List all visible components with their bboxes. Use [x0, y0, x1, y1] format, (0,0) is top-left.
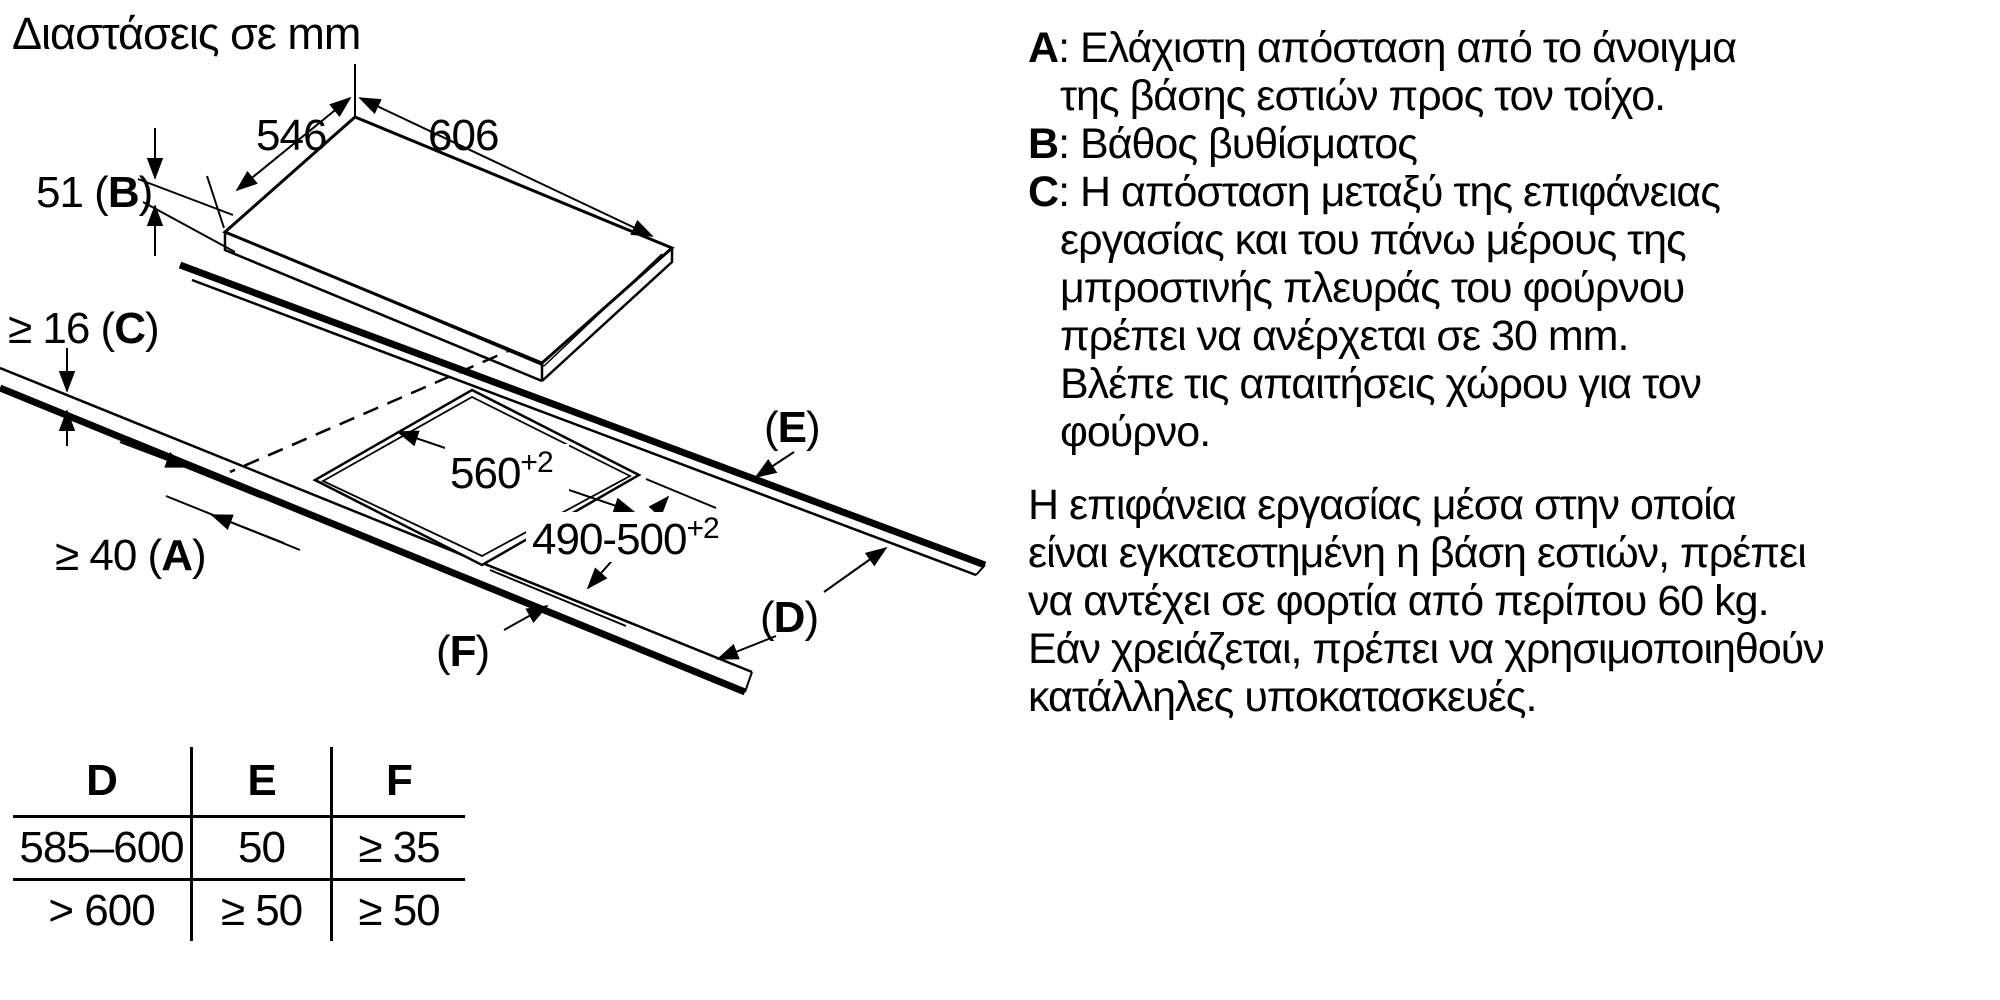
table-cell: 50 [190, 815, 330, 878]
paragraph-line: να αντέχει σε φορτία από περίπου 60 kg. [1028, 577, 1770, 625]
wall-dashed-line [229, 333, 546, 474]
legend-line: C: Η απόσταση μεταξύ της επιφάνειας [1028, 168, 1721, 216]
legend-entry-C: C: Η απόσταση μεταξύ της επιφάνειας εργα… [1028, 168, 1978, 456]
callout-F-label: (F) [436, 627, 489, 676]
legend-entry-A: A: Ελάχιστη απόσταση από το άνοιγμα της … [1028, 24, 1978, 120]
legend-line: εργασίας και του πάνω μέρους της [1060, 216, 1687, 264]
page-title: Διαστάσεις σε mm [12, 8, 361, 59]
dim-606-label: 606 [428, 111, 498, 160]
table-cell: 585–600 [13, 815, 190, 878]
callout-E-label: (E) [764, 403, 820, 452]
paragraph-line: Εάν χρειάζεται, πρέπει να χρησιμοποιηθού… [1028, 625, 1825, 673]
table-cell: > 600 [13, 878, 190, 941]
table-cell: ≥ 35 [330, 815, 465, 878]
dim-606-line [358, 97, 654, 237]
table-cell: ≥ 50 [190, 878, 330, 941]
dim-51B [137, 128, 236, 256]
dim-490-label: 490-500+2 [532, 512, 719, 564]
worktop-load-paragraph: Η επιφάνεια εργασίας μέσα στην οποία είν… [1028, 481, 1978, 721]
dim-560-label: 560+2 [450, 446, 553, 498]
paragraph-line: Η επιφάνεια εργασίας μέσα στην οποία [1028, 481, 1737, 529]
dim-560-mask [445, 444, 569, 494]
callout-F-leader [503, 605, 549, 631]
table-cell: ≥ 50 [330, 878, 465, 941]
dim-16C-label: ≥ 16 (C) [8, 304, 159, 353]
callout-E-leader [754, 451, 795, 479]
legend-line: B: Βάθος βυθίσματος [1028, 120, 1418, 168]
table-header-F: F [330, 747, 465, 815]
worktop-edges [0, 261, 987, 696]
installation-drawing: 546 606 51 (B) ≥ 16 (C) ≥ 40 (A) 56 [0, 64, 987, 696]
legend-line: μπροστινής πλευράς του φούρνου [1060, 264, 1685, 312]
legend-entry-B: B: Βάθος βυθίσματος [1028, 120, 1978, 168]
dim-51B-label: 51 (B) [36, 168, 152, 217]
dim-40A-label: ≥ 40 (A) [55, 531, 206, 580]
legend-line: A: Ελάχιστη απόσταση από το άνοιγμα [1028, 24, 1737, 72]
paragraph-line: κατάλληλες υποκατασκευές. [1028, 673, 1537, 721]
legend-line: της βάσης εστιών προς τον τοίχο. [1060, 72, 1666, 120]
legend-line: πρέπει να ανέρχεται σε 30 mm. [1060, 312, 1629, 360]
dim-490-mask [526, 512, 710, 562]
table-header-E: E [190, 747, 330, 815]
callout-D-leaders [716, 546, 888, 660]
def-dimension-table: D E F 585–600 50 ≥ 35 > 600 ≥ 50 ≥ 50 [13, 747, 465, 941]
legend-text: A: Ελάχιστη απόσταση από το άνοιγμα της … [1028, 24, 1978, 721]
dim-546 [206, 64, 356, 229]
legend-line: Βλέπε τις απαιτήσεις χώρου για τον [1060, 360, 1702, 408]
table-header-D: D [86, 756, 118, 805]
paragraph-line: είναι εγκατεστημένη η βάση εστιών, πρέπε… [1028, 529, 1807, 577]
legend-line: φούρνο. [1060, 408, 1211, 456]
callout-D-label: (D) [760, 593, 818, 642]
dim-546-label: 546 [256, 111, 326, 160]
dim-40A [119, 441, 301, 551]
